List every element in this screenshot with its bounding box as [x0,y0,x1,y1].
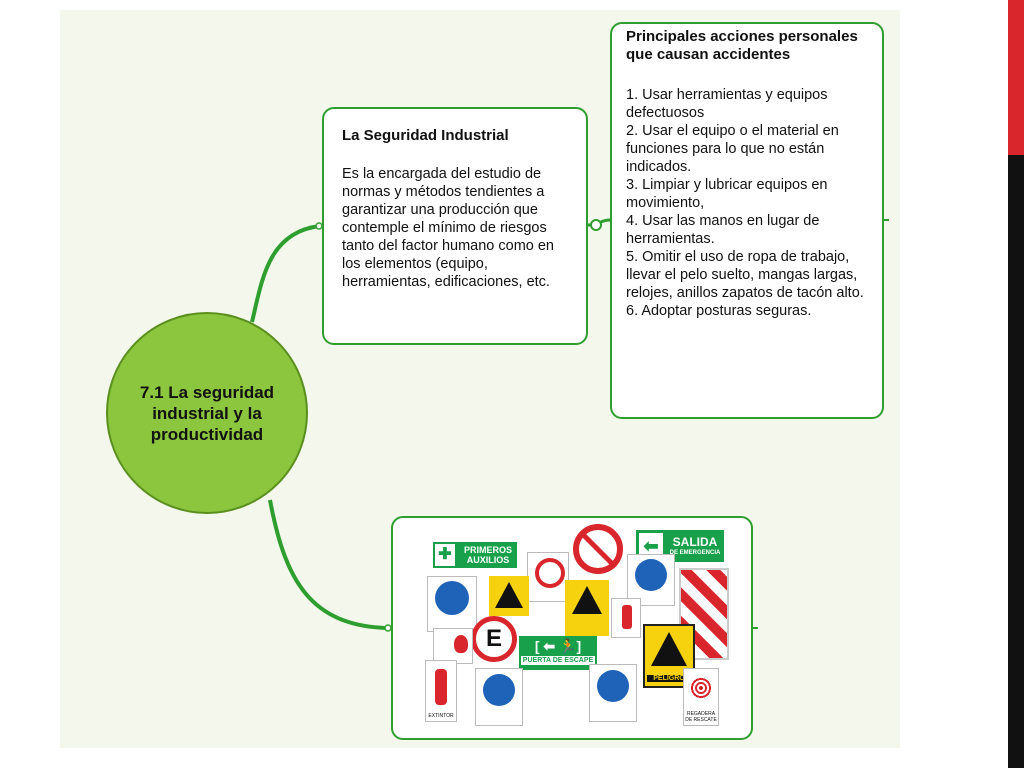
acciones-title: Principales acciones personales que caus… [626,28,858,63]
sign-extintor-small [611,598,641,638]
sign-peligro-1 [565,580,609,636]
extinguisher-icon-large [435,669,447,705]
first-aid-icon: ✚ [435,544,455,566]
escape-arrow-icon: [ ⬅ 🏃] [534,638,582,654]
sign-extintor: EXTINTOR [425,660,457,722]
acciones-item: 4. Usar las manos en lugar de herramient… [626,213,820,247]
central-topic-node[interactable]: 7.1 La seguridad industrial y la product… [106,312,308,514]
seguridad-body: Es la encargada del estudio de normas y … [342,166,554,290]
sign-salida-text: SALIDA [672,534,718,549]
acciones-item: 5. Omitir el uso de ropa de trabajo, lle… [626,249,864,301]
shower-target-icon [690,677,712,699]
acciones-item: 6. Adoptar posturas seguras. [626,303,812,319]
acciones-item: 2. Usar el equipo o el material en funci… [626,123,839,175]
acciones-item: 1. Usar herramientas y equipos defectuos… [626,87,828,121]
safety-signs-image-node[interactable]: ✚ PRIMEROS AUXILIOS ⬅ SALIDA DE EMERGENC… [391,516,753,740]
sign-extintor-text: EXTINTOR [428,713,454,719]
sign-puerta-escape-text: PUERTA DE ESCAPE [521,656,595,665]
prohibited-sign-icon [573,524,623,574]
connector-to-seguridad [250,224,321,323]
sign-helmet-panel [427,576,477,632]
sign-toxic-warning [489,576,529,616]
acciones-list: 1. Usar herramientas y equipos defectuos… [626,86,868,320]
no-smoking-icon [535,558,565,588]
central-topic-label: 7.1 La seguridad industrial y la product… [139,382,275,444]
skull-warning-icon [495,582,523,608]
sign-salida-subtext: DE EMERGENCIA [669,549,721,556]
sign-primeros-auxilios-text: PRIMEROS AUXILIOS [463,545,512,565]
extinguisher-icon [622,605,632,629]
seguridad-industrial-node[interactable]: La Seguridad Industrial Es la encargada … [322,107,588,345]
sign-no-smoking-panel [527,552,569,602]
sign-puerta-escape: [ ⬅ 🏃] PUERTA DE ESCAPE [519,636,597,670]
side-accent-black [1008,155,1024,768]
helmet-icon [435,581,469,615]
gloves-icon [597,670,629,702]
sign-gloves-panel [589,664,637,722]
acciones-item: 3. Limpiar y lubricar equipos en movimie… [626,177,828,211]
seguridad-title: La Seguridad Industrial [342,127,509,144]
sign-peligro-text: PELIGRO [647,675,691,682]
fire-icon [454,635,468,653]
boot-icon [483,674,515,706]
sign-ear-protection-panel [627,554,675,606]
prohibited-e-sign-icon: E [471,616,517,662]
side-accent-red [1008,0,1024,155]
sign-regadera: REGADERA DE RESCATE [683,668,719,726]
connector-to-signs [268,499,389,630]
acciones-personales-node[interactable]: Principales acciones personales que caus… [610,22,884,419]
sign-fire-exit-panel [433,628,473,664]
hazard-warning-icon-large [651,632,687,666]
hazard-warning-icon [572,586,602,614]
sign-primeros-auxilios: ✚ PRIMEROS AUXILIOS [433,542,517,568]
ear-protection-icon [635,559,667,591]
sign-boots-panel [475,668,523,726]
connector-node-acciones [590,219,602,231]
sign-regadera-text: REGADERA DE RESCATE [685,711,717,723]
